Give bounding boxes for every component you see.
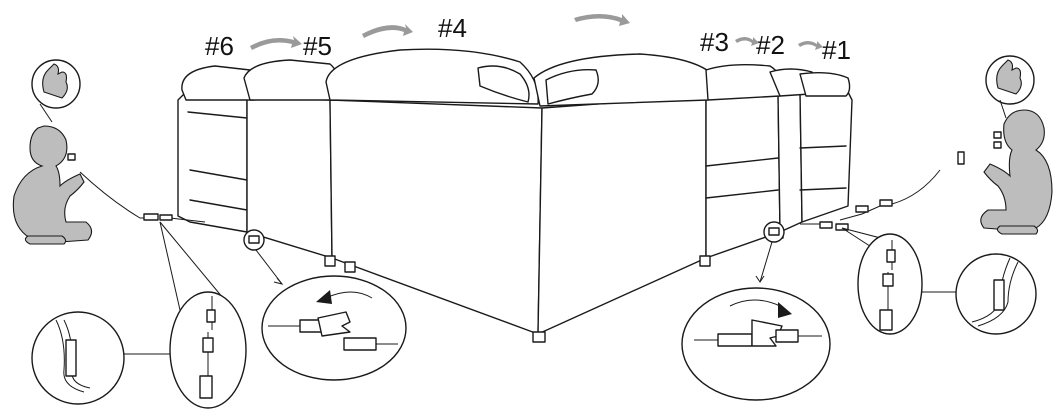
headrest-3 (705, 63, 783, 101)
person-right (980, 55, 1053, 235)
person-left (12, 59, 93, 245)
plug-connected (65, 339, 77, 377)
headrest-5 (243, 59, 339, 101)
right-arm-module (799, 87, 853, 223)
connector-plug (879, 199, 893, 207)
sofa-foot (532, 331, 546, 343)
plug-male (206, 309, 216, 323)
wall-outlet (67, 153, 76, 161)
connector-clip (775, 329, 799, 343)
left-plug-callout (31, 221, 247, 409)
plug-male (886, 249, 896, 263)
connector-plug (819, 221, 833, 229)
direction-arrows (250, 14, 823, 50)
arrow-6-to-5 (250, 36, 302, 50)
seat-label-1: #1 (822, 35, 851, 65)
plug-tag (199, 375, 213, 399)
left-arm-module (177, 89, 248, 233)
sectional-sofa (177, 48, 853, 343)
wall-outlet (993, 131, 1002, 139)
headrest-1 (799, 71, 851, 97)
seat-label-2: #2 (756, 30, 785, 60)
plug-tag (879, 309, 893, 331)
seat-label-4: #4 (438, 13, 467, 43)
plug-connected (993, 279, 1005, 311)
hand-icon (42, 63, 68, 99)
sofa-foot (324, 255, 336, 267)
seat-module-2 (777, 89, 803, 233)
plug-female (882, 273, 894, 287)
connector-plug (143, 213, 159, 221)
arrow-4-to-3 (574, 14, 630, 26)
sofa-foot (699, 255, 711, 267)
left-floor-connector-callout (243, 229, 407, 381)
right-plug-callout (841, 227, 1037, 335)
center-pillow-right (545, 69, 599, 105)
arrow-2-to-1 (798, 41, 823, 50)
right-floor-connector-callout (681, 221, 831, 401)
hand-icon (996, 59, 1022, 95)
seat-label-3: #3 (700, 27, 729, 57)
center-pillow-left (477, 65, 530, 103)
rotate-arrow-icon (316, 290, 332, 304)
arrow-3-to-2 (735, 37, 759, 46)
power-cables (79, 151, 965, 231)
seat-label-5: #5 (303, 31, 332, 61)
connector-socket (343, 337, 377, 351)
plug-female (202, 337, 214, 353)
seat-label-6: #6 (205, 31, 234, 61)
connector-socket (717, 333, 753, 347)
connector-plug (835, 223, 849, 231)
connected-plug-detail-circle (31, 311, 125, 405)
corner-back-right (537, 95, 707, 335)
sofa-foot (344, 261, 356, 273)
rotate-arrow-icon (778, 302, 792, 318)
wall-outlet (957, 151, 965, 165)
arrow-5-to-4 (362, 24, 413, 38)
connector-plug (159, 214, 173, 221)
wall-outlet (993, 141, 1002, 149)
connector-plug (855, 205, 869, 213)
